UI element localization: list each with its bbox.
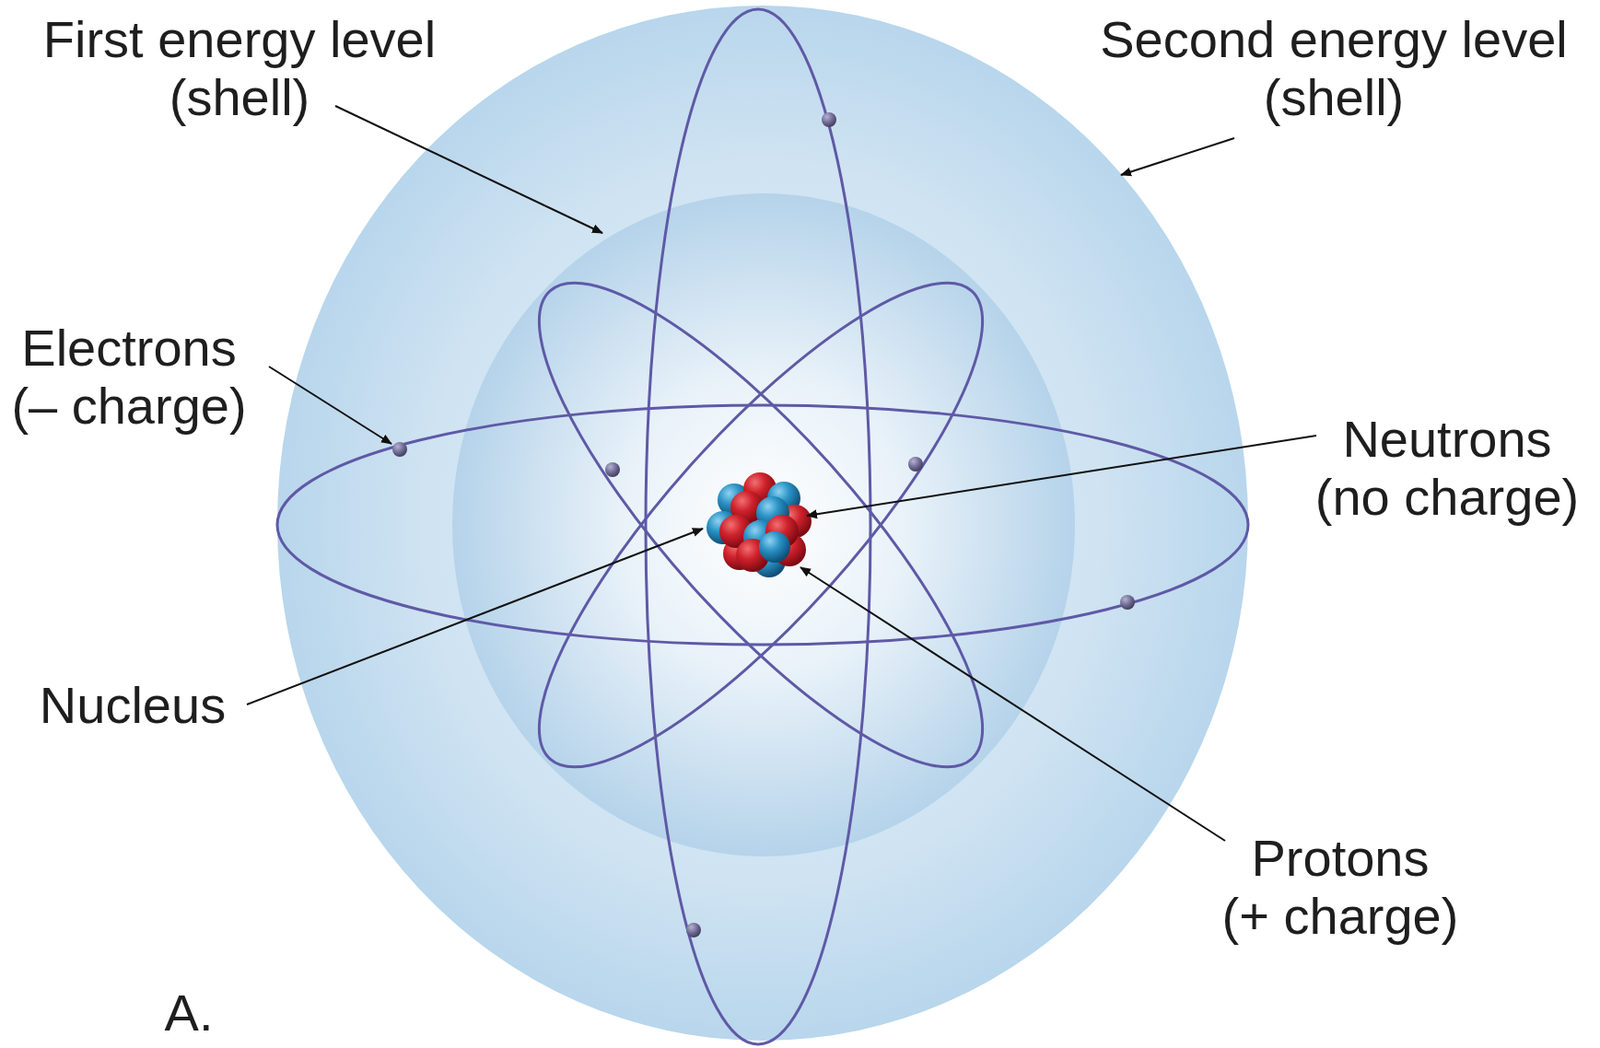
label-anchor: First energy level (shell) [42,10,437,127]
label-anchor: Second energy level (shell) [1099,10,1569,127]
label-anchor: Electrons (– charge) [11,318,248,435]
particle-label: Protons (+ charge) [1221,829,1460,946]
label-anchor: Protons (+ charge) [1221,829,1460,946]
first-shell [452,193,1075,857]
leader-line [246,528,703,705]
leader-line [800,567,1226,841]
electron-dot [908,456,923,472]
nucleus-cluster [706,472,812,578]
orbit-path [277,405,1249,645]
electron-dot [686,922,701,938]
orbit-path [481,229,1040,821]
second-shell [277,5,1249,1041]
electron-dot [821,112,837,128]
orbit-path [481,229,1040,821]
leader-line [335,105,603,234]
orbit-path [645,9,871,1045]
neutron-ball [759,531,791,563]
leader-line [1121,138,1235,176]
leader-line [806,435,1317,516]
electron-dot [1120,595,1135,610]
particle-label: Electrons (– charge) [11,318,248,435]
label-anchor: A. [163,983,214,1042]
shell-label: Second energy level (shell) [1099,10,1569,127]
leader-line [268,366,392,444]
figure-letter: A. [163,983,214,1042]
shell-label: First energy level (shell) [42,10,437,127]
label-anchor: Neutrons (no charge) [1314,409,1580,526]
label-anchor: Nucleus [38,676,227,735]
electron-dot [605,462,620,478]
particle-label: Neutrons (no charge) [1314,409,1580,526]
electron-dot [392,442,408,457]
part-label: Nucleus [38,676,227,735]
